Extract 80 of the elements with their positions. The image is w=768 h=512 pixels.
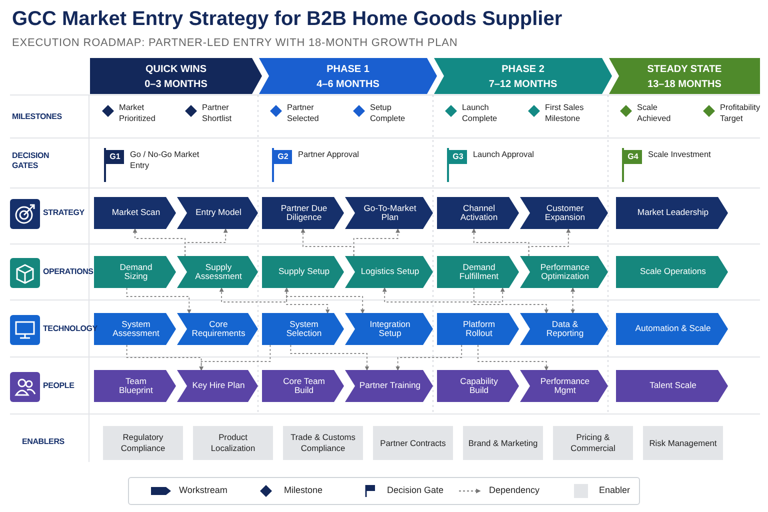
workstream-bar: Go-To-Market Plan: [345, 197, 433, 229]
gate-flag: G4: [624, 150, 642, 164]
workstream-bar: Team Blueprint: [94, 370, 176, 402]
workstream-bar: Data & Reporting: [520, 313, 608, 345]
workstream-bar: Performance Optimization: [520, 256, 608, 288]
milestone-label: Partner Shortlist: [202, 102, 233, 124]
gate-label: Partner Approval: [298, 149, 360, 160]
gate-label: Scale Investment: [648, 149, 712, 160]
phase-banner: STEADY STATE 13–18 MONTHS: [609, 58, 760, 94]
gate-label: Launch Approval: [473, 149, 535, 160]
subtitle: EXECUTION ROADMAP: PARTNER-LED ENTRY WITH 18-MONTH GROWTH PLAN: [12, 37, 458, 49]
workstream-bar: Supply Assessment: [177, 256, 258, 288]
legend-label: Milestone: [284, 485, 323, 495]
workstream-bar: Entry Model: [177, 197, 258, 229]
enabler-box: Risk Management: [643, 426, 723, 460]
legend-label: Dependency: [489, 485, 540, 495]
dependency-arrow: [396, 344, 462, 371]
dependency-arrow: [528, 228, 571, 256]
workstream-bar: Core Requirements: [177, 313, 258, 345]
enabler-box: Trade & Customs Compliance: [283, 426, 363, 460]
milestone-label: Launch Complete: [462, 102, 498, 124]
workstream-bar: Market Leadership: [616, 197, 728, 229]
dependency-arrow: [290, 344, 370, 371]
milestone-label: Market Prioritized: [119, 102, 156, 124]
gate-label: Go / No-Go Market Entry: [130, 149, 200, 172]
row-label: DECISION GATES: [12, 151, 50, 172]
workstream-bar: Demand Fulfillment: [437, 256, 519, 288]
dependency-arrow: [126, 288, 192, 314]
row-label: STRATEGY: [43, 208, 84, 218]
workstream-bar: Supply Setup: [262, 256, 344, 288]
milestone-label: Scale Achieved: [637, 102, 672, 124]
workstream-bar: Core Team Build: [262, 370, 344, 402]
dependency-arrow: [184, 228, 228, 256]
workstream-bar: Scale Operations: [616, 256, 728, 288]
dependency-arrow: [570, 287, 576, 314]
workstream-bar: Integration Setup: [345, 313, 433, 345]
enabler-box: Partner Contracts: [373, 426, 453, 460]
legend-label: Workstream: [179, 485, 228, 495]
workstream-bar: Demand Sizing: [94, 256, 176, 288]
workstream-bar: Customer Expansion: [520, 197, 608, 229]
title: GCC Market Entry Strategy for B2B Home Goods Supplier: [12, 8, 562, 31]
workstream-bar: Platform Rollout: [437, 313, 519, 345]
dependency-arrow: [478, 344, 549, 371]
workstream-bar: Key Hire Plan: [177, 370, 258, 402]
workstream-bar: Market Scan: [94, 197, 176, 229]
gate-flag: G2: [274, 150, 292, 164]
gate-flag: G3: [449, 150, 467, 164]
legend-label: Enabler: [599, 485, 630, 495]
dependency-arrow: [473, 288, 549, 314]
workstream-bar: Talent Scale: [616, 370, 728, 402]
workstream-bar: Automation & Scale: [616, 313, 728, 345]
row-label: PEOPLE: [43, 381, 74, 392]
dependency-arrow: [382, 287, 505, 302]
enabler-box: Pricing & Commercial: [553, 426, 633, 460]
milestone-label: Setup Complete: [370, 102, 406, 124]
workstream-bar: Logistics Setup: [345, 256, 433, 288]
milestone-label: Profitability Target: [720, 102, 762, 124]
row-label: ENABLERS: [22, 437, 64, 448]
phase-banner: PHASE 2 7–12 MONTHS: [434, 58, 612, 94]
legend-label: Decision Gate: [387, 485, 444, 495]
workstream-bar: Partner Due Diligence: [262, 197, 344, 229]
milestone-label: First Sales Milestone: [545, 102, 585, 124]
enabler-box: Product Localization: [193, 426, 273, 460]
gate-flag: G1: [106, 150, 124, 164]
enabler-box: Brand & Marketing: [463, 426, 543, 460]
phase-banner: PHASE 1 4–6 MONTHS: [259, 58, 437, 94]
enabler-box: Regulatory Compliance: [103, 426, 183, 460]
dependency-arrow: [353, 228, 400, 256]
dependency-arrow: [219, 287, 289, 302]
milestone-label: Partner Selected: [287, 102, 320, 124]
dependency-arrow: [286, 288, 365, 314]
workstream-bar: Partner Training: [345, 370, 433, 402]
dependency-arrow: [199, 344, 271, 371]
phase-banner: QUICK WINS 0–3 MONTHS: [90, 58, 262, 94]
workstream-bar: Capability Build: [437, 370, 519, 402]
workstream-bar: System Selection: [262, 313, 344, 345]
row-label: OPERATIONS: [43, 267, 94, 278]
workstream-bar: Performance Mgmt: [520, 370, 608, 402]
row-label: MILESTONES: [12, 112, 62, 122]
workstream-bar: Channel Activation: [437, 197, 519, 229]
